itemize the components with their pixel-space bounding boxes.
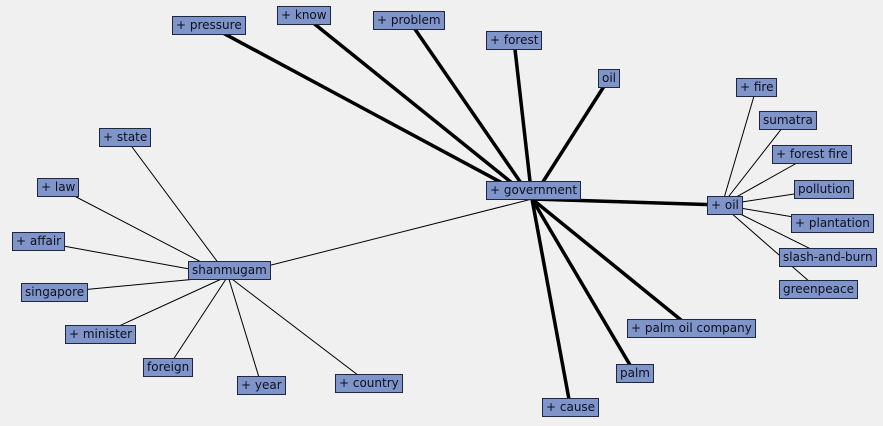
node-affair[interactable]: + affair [12, 232, 66, 251]
node-sumatra[interactable]: sumatra [759, 111, 817, 130]
node-label: + country [339, 376, 399, 390]
node-forest-fire[interactable]: + forest fire [772, 145, 852, 164]
node-label: + pressure [176, 18, 242, 32]
edge-shanmugam-country [227, 275, 370, 384]
node-label: + know [281, 8, 327, 22]
node-label: sumatra [763, 113, 813, 127]
edge-government-problem [407, 19, 534, 200]
node-label: pollution [798, 182, 851, 196]
node-label: + oil [711, 198, 739, 212]
node-pressure[interactable]: + pressure [172, 16, 246, 35]
node-oil-hub[interactable]: + oil [707, 196, 743, 215]
edge-government-know [302, 14, 534, 201]
node-singapore[interactable]: singapore [21, 283, 89, 302]
edge-government-forest [512, 40, 534, 200]
edge-oil-hub-greenpeace [721, 204, 819, 290]
node-label: + plantation [795, 216, 870, 230]
edge-government-pressure [208, 23, 533, 201]
node-know[interactable]: + know [277, 6, 331, 25]
edge-government-palm-oil-company [530, 197, 693, 330]
node-label: + state [103, 130, 148, 144]
edge-oil-hub-fire [721, 87, 757, 206]
edge-government-oil-hub [531, 197, 723, 207]
node-year[interactable]: + year [237, 376, 286, 395]
node-label: slash-and-burn [783, 250, 873, 264]
node-label: + forest fire [776, 147, 848, 161]
node-law[interactable]: + law [37, 178, 80, 197]
edge-government-palm [530, 198, 637, 375]
node-label: + government [490, 183, 578, 197]
edge-shanmugam-minister [100, 275, 229, 335]
node-problem[interactable]: + problem [373, 11, 445, 30]
node-label: + problem [377, 13, 441, 27]
node-palm[interactable]: palm [616, 364, 654, 383]
edge-shanmugam-year [227, 275, 262, 386]
node-label: foreign [147, 360, 190, 374]
node-label: + fire [740, 80, 774, 94]
node-forest[interactable]: + forest [486, 31, 543, 50]
node-pollution[interactable]: pollution [794, 180, 855, 199]
node-slash-and-burn[interactable]: slash-and-burn [779, 248, 877, 267]
edge-government-shanmugam [227, 198, 533, 277]
node-label: palm [620, 366, 650, 380]
node-plantation[interactable]: + plantation [791, 214, 874, 233]
node-cause[interactable]: + cause [542, 398, 600, 417]
edge-government-cause [530, 198, 573, 408]
node-label: singapore [25, 285, 85, 299]
node-label: + palm oil company [631, 321, 752, 335]
node-label: shanmugam [192, 263, 267, 277]
node-label: + minister [69, 327, 133, 341]
node-label: + cause [546, 400, 596, 414]
node-oil[interactable]: oil [598, 69, 621, 88]
node-fire[interactable]: + fire [736, 78, 778, 97]
node-label: + affair [16, 234, 62, 248]
node-label: + year [241, 378, 282, 392]
edge-oil-hub-sumatra [721, 120, 789, 206]
node-foreign[interactable]: foreign [143, 358, 194, 377]
node-label: greenpeace [783, 282, 854, 296]
edge-shanmugam-state [124, 137, 229, 277]
node-country[interactable]: + country [335, 374, 403, 393]
node-label: + law [41, 180, 76, 194]
node-state[interactable]: + state [99, 128, 152, 147]
node-minister[interactable]: + minister [65, 325, 137, 344]
node-shanmugam[interactable]: shanmugam [188, 261, 271, 280]
node-palm-oil-company[interactable]: + palm oil company [627, 319, 756, 338]
node-government[interactable]: + government [486, 181, 582, 200]
node-label: + forest [490, 33, 539, 47]
edge-government-oil-top [530, 77, 611, 200]
node-greenpeace[interactable]: greenpeace [779, 280, 858, 299]
node-label: oil [602, 71, 617, 85]
edge-shanmugam-foreign [167, 275, 229, 368]
